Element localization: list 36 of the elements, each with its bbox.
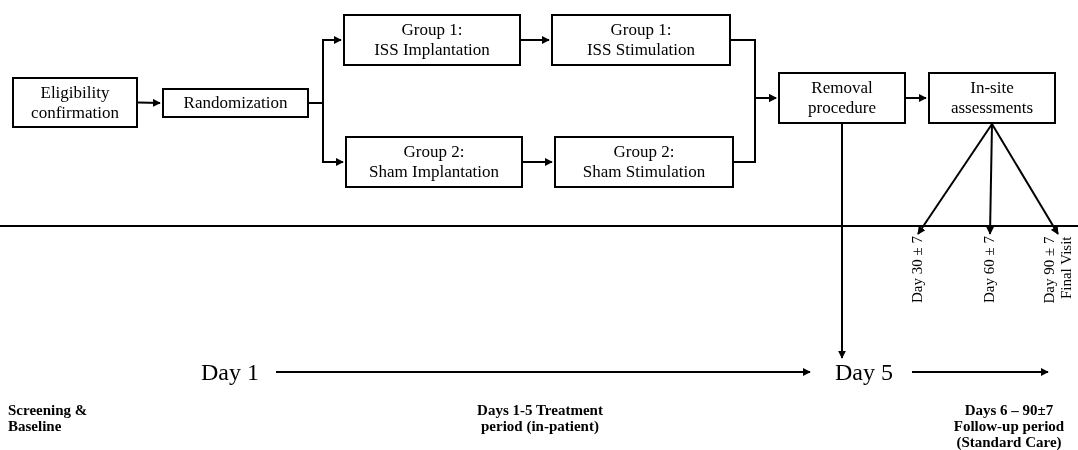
- box-text: Group 1:: [610, 20, 672, 40]
- process-box: Removal procedure: [778, 72, 906, 124]
- process-box: [551, 14, 731, 66]
- box-text: Group 2:: [613, 142, 675, 162]
- process-box: Randomization: [162, 88, 309, 118]
- box-text: Sham Stimulation: [582, 162, 706, 182]
- arrow: [838, 123, 846, 359]
- arrow: [520, 36, 550, 44]
- process-box: [554, 136, 734, 188]
- arrow: [917, 123, 993, 235]
- process-box: [345, 136, 523, 188]
- period-label: Days 1-5 Treatment period (in-patient): [476, 402, 604, 434]
- arrow: [308, 102, 344, 166]
- timeline-day-label: Day 1: [192, 358, 268, 386]
- timeline-day-label: Day 5: [822, 358, 906, 386]
- arrow: [911, 368, 1049, 376]
- arrow: [137, 98, 161, 107]
- period-label: Screening & Baseline: [8, 402, 88, 434]
- process-box: Eligibility confirmation: [12, 77, 138, 128]
- period-label: Days 6 – 90±7 Follow-up period (Standard Care): [952, 402, 1066, 450]
- arrow: [991, 123, 1059, 235]
- arrow: [986, 123, 995, 235]
- visit-day-label: Day 60 ± 7: [981, 236, 999, 328]
- arrow: [522, 158, 553, 166]
- box-text: ISS Implantation: [374, 40, 490, 60]
- box-text: Sham Implantation: [369, 162, 499, 182]
- arrow: [905, 94, 927, 102]
- arrow: [733, 94, 777, 163]
- visit-day-label: Day 90 ± 7 Final Visit: [1040, 236, 1076, 328]
- box-text: ISS Stimulation: [586, 40, 696, 60]
- process-box: [343, 14, 521, 66]
- arrow: [275, 368, 811, 376]
- visit-day-label: Day 30 ± 7: [909, 236, 927, 328]
- box-text: Group 2:: [403, 142, 465, 162]
- process-box: In-site assessments: [928, 72, 1056, 124]
- box-text: Group 1:: [401, 20, 463, 40]
